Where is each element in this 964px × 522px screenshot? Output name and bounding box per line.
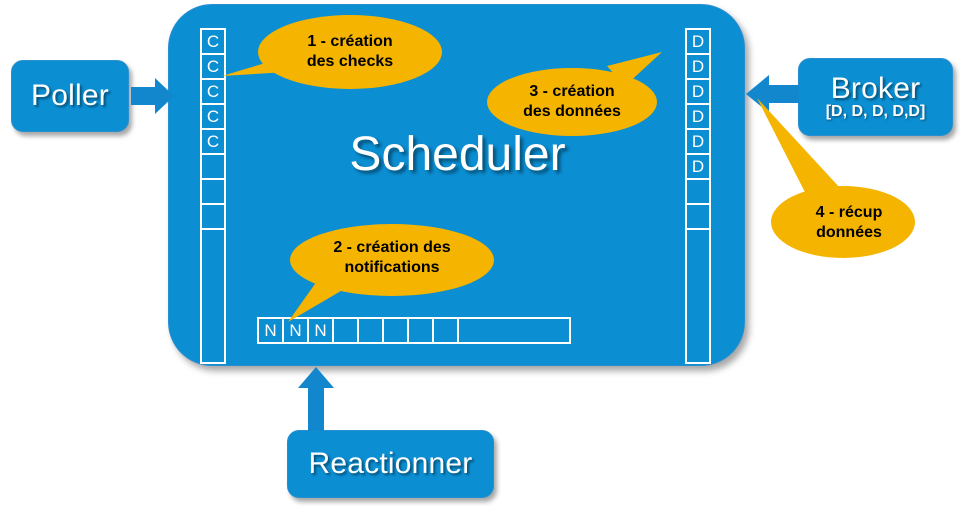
queue-cell bbox=[685, 178, 711, 205]
queue-cell: C bbox=[200, 103, 226, 130]
callout-recup-donnees: 4 - récup données bbox=[757, 96, 922, 260]
queue-cell: D bbox=[685, 103, 711, 130]
speech-bubble-shape bbox=[222, 15, 442, 89]
queue-cell bbox=[200, 153, 226, 180]
broker-data-list: [D, D, D, D,D] bbox=[825, 103, 926, 121]
data-queue: D D D D D D bbox=[685, 28, 711, 364]
queue-cell: C bbox=[200, 128, 226, 155]
queue-cell bbox=[200, 203, 226, 230]
broker-node: Broker [D, D, D, D,D] bbox=[798, 58, 953, 136]
callout-creation-des-checks: 1 - création des checks bbox=[222, 14, 442, 104]
poller-node: Poller bbox=[11, 60, 129, 132]
queue-cell: D bbox=[685, 78, 711, 105]
callout-creation-des-notifications: 2 - création des notifications bbox=[270, 222, 495, 326]
poller-label: Poller bbox=[31, 79, 109, 113]
queue-cell: D bbox=[685, 28, 711, 55]
queue-cell-tail bbox=[200, 228, 226, 364]
queue-cell-tail bbox=[685, 228, 711, 364]
scheduler-label: Scheduler bbox=[349, 128, 566, 181]
speech-bubble-shape bbox=[487, 52, 662, 136]
reactionner-node: Reactionner bbox=[287, 430, 494, 498]
arrow-right-icon bbox=[131, 76, 175, 116]
speech-bubble-shape bbox=[757, 98, 915, 258]
reactionner-label: Reactionner bbox=[308, 447, 473, 481]
queue-cell: D bbox=[685, 128, 711, 155]
queue-cell-tail bbox=[457, 317, 571, 344]
notifications-queue: N N N bbox=[257, 317, 571, 344]
checks-queue: C C C C C bbox=[200, 28, 226, 364]
queue-cell bbox=[200, 178, 226, 205]
queue-cell bbox=[685, 203, 711, 230]
queue-cell: D bbox=[685, 153, 711, 180]
arrow-up-icon bbox=[296, 366, 336, 432]
queue-cell: D bbox=[685, 53, 711, 80]
speech-bubble-shape bbox=[288, 224, 494, 322]
callout-creation-des-donnees: 3 - création des données bbox=[487, 52, 672, 144]
broker-label: Broker bbox=[830, 71, 921, 105]
arrow-left-icon bbox=[744, 72, 800, 116]
